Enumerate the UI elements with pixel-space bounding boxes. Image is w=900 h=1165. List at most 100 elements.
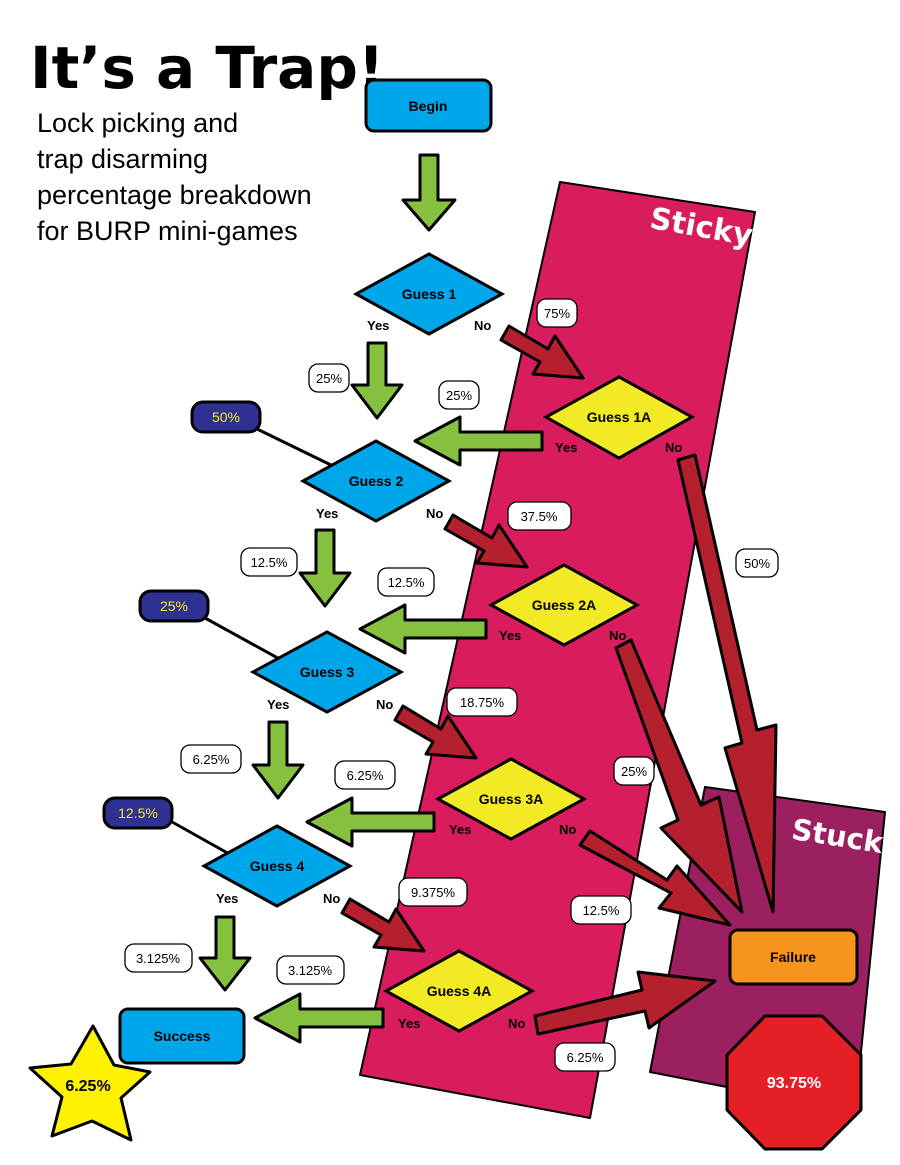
guess1-label: Guess 1 [402, 286, 457, 302]
guess3-node: Guess 3 [249, 630, 405, 714]
guess1a-node: Guess 1A [542, 375, 696, 460]
svg-text:25%: 25% [446, 388, 472, 403]
subtitle-line-3: percentage breakdown [37, 180, 312, 210]
svg-text:75%: 75% [544, 306, 570, 321]
arrow-guess2a-yes [358, 603, 488, 655]
failure-label: Failure [770, 949, 816, 965]
pct-guess4-yes: 3.125% [124, 943, 193, 973]
cumulative-callouts: 50% 25% 12.5% [102, 400, 262, 830]
svg-text:18.75%: 18.75% [460, 695, 505, 710]
edge-percentages: 75% 25% 25% 37.5% 50% 12.5% 12.5% 18.75%… [124, 298, 779, 1072]
begin-label: Begin [409, 98, 448, 114]
subtitle-line-2: trap disarming [37, 144, 208, 174]
guess3-label: Guess 3 [300, 664, 355, 680]
page-title: It’s a Trap! [30, 34, 384, 102]
begin-node: Begin [364, 78, 493, 133]
svg-text:25%: 25% [316, 371, 342, 386]
arrow-guess1a-no [676, 453, 778, 914]
success-total: 6.25% [65, 1078, 110, 1095]
arrow-guess1-no [499, 324, 585, 380]
svg-text:50%: 50% [744, 556, 770, 571]
svg-text:3.125%: 3.125% [136, 951, 181, 966]
failure-total: 93.75% [767, 1075, 821, 1092]
guess4a-no-label: No [508, 1016, 525, 1031]
arrow-guess3-yes [251, 720, 305, 800]
svg-text:37.5%: 37.5% [521, 509, 558, 524]
failure-node: Failure [728, 928, 859, 986]
pct-guess2a-no: 25% [613, 756, 655, 786]
arrow-guess2-yes [298, 528, 352, 608]
callout-guess4: 12.5% [102, 796, 174, 830]
red-arrows [340, 324, 778, 1036]
guess1-yes-label: Yes [367, 318, 389, 333]
arrow-guess4a-no [533, 970, 717, 1036]
pct-guess4-no: 9.375% [398, 877, 468, 907]
guess2a-label: Guess 2A [532, 597, 597, 613]
svg-text:12.5%: 12.5% [583, 903, 620, 918]
guess2-label: Guess 2 [349, 473, 404, 489]
green-arrows [198, 153, 544, 1044]
svg-text:6.25%: 6.25% [347, 768, 384, 783]
guess1a-label: Guess 1A [587, 409, 652, 425]
pct-guess1-no: 75% [536, 298, 578, 328]
pct-guess2-yes: 12.5% [240, 547, 298, 577]
arrow-begin-to-guess1 [401, 153, 457, 232]
guess1-no-label: No [474, 318, 491, 333]
arrow-guess4a-yes [253, 992, 385, 1044]
failure-stop-sign: 93.75% [725, 1014, 863, 1151]
guess4a-label: Guess 4A [427, 983, 492, 999]
callout-guess3-value: 25% [160, 598, 188, 614]
subtitle-line-1: Lock picking and [37, 108, 238, 138]
guess3a-yes-label: Yes [449, 822, 471, 837]
guess2a-yes-label: Yes [499, 628, 521, 643]
arrow-guess3a-yes [305, 796, 436, 848]
arrow-guess2a-no [614, 638, 744, 914]
guess4a-node: Guess 4A [382, 949, 536, 1033]
guess1a-no-label: No [665, 440, 682, 455]
guess3a-node: Guess 3A [434, 757, 588, 841]
guess4-label: Guess 4 [250, 858, 305, 874]
pct-guess2-no: 37.5% [507, 501, 572, 531]
pct-guess1a-yes: 25% [438, 380, 480, 410]
guess4-yes-label: Yes [216, 891, 238, 906]
arrow-guess3-no [393, 704, 478, 760]
guess3-no-label: No [376, 697, 393, 712]
guess2-yes-label: Yes [316, 506, 338, 521]
success-star: 6.25% [28, 1024, 152, 1142]
callout-guess2: 50% [190, 400, 262, 434]
arrow-guess3a-no [578, 829, 732, 927]
callout-guess3: 25% [138, 589, 210, 623]
pct-guess4a-no: 6.25% [554, 1042, 616, 1072]
arrow-guess4-yes [198, 915, 252, 992]
guess3a-label: Guess 3A [479, 791, 544, 807]
pct-guess4a-yes: 3.125% [276, 955, 345, 985]
subtitle: Lock picking and trap disarming percenta… [37, 108, 312, 246]
pct-guess3a-yes: 6.25% [334, 760, 396, 790]
arrow-guess4-no [340, 897, 426, 953]
svg-text:9.375%: 9.375% [411, 885, 456, 900]
callout-guess2-value: 50% [212, 409, 240, 425]
arrow-guess1a-yes [413, 415, 544, 467]
guess2-node: Guess 2 [299, 439, 453, 523]
svg-text:6.25%: 6.25% [567, 1050, 604, 1065]
svg-text:12.5%: 12.5% [388, 575, 425, 590]
pct-guess3a-no: 12.5% [570, 895, 632, 925]
success-node: Success [118, 1007, 246, 1065]
pct-guess3-no: 18.75% [446, 687, 518, 717]
guess4a-yes-label: Yes [398, 1016, 420, 1031]
svg-text:3.125%: 3.125% [288, 963, 333, 978]
guess3-yes-label: Yes [267, 697, 289, 712]
subtitle-line-4: for BURP mini-games [37, 216, 298, 246]
guess2-no-label: No [426, 506, 443, 521]
guess1-node: Guess 1 [352, 252, 506, 336]
guess1a-yes-label: Yes [555, 440, 577, 455]
guess2a-node: Guess 2A [487, 563, 641, 647]
svg-text:6.25%: 6.25% [193, 752, 230, 767]
pct-guess3-yes: 6.25% [180, 744, 242, 774]
guess4-node: Guess 4 [200, 824, 354, 908]
guess4-no-label: No [323, 891, 340, 906]
branch-labels: Yes No Yes No Yes No Yes No Yes No Yes N… [216, 318, 682, 1031]
pct-guess1a-no: 50% [735, 548, 779, 578]
guess3a-no-label: No [559, 822, 576, 837]
